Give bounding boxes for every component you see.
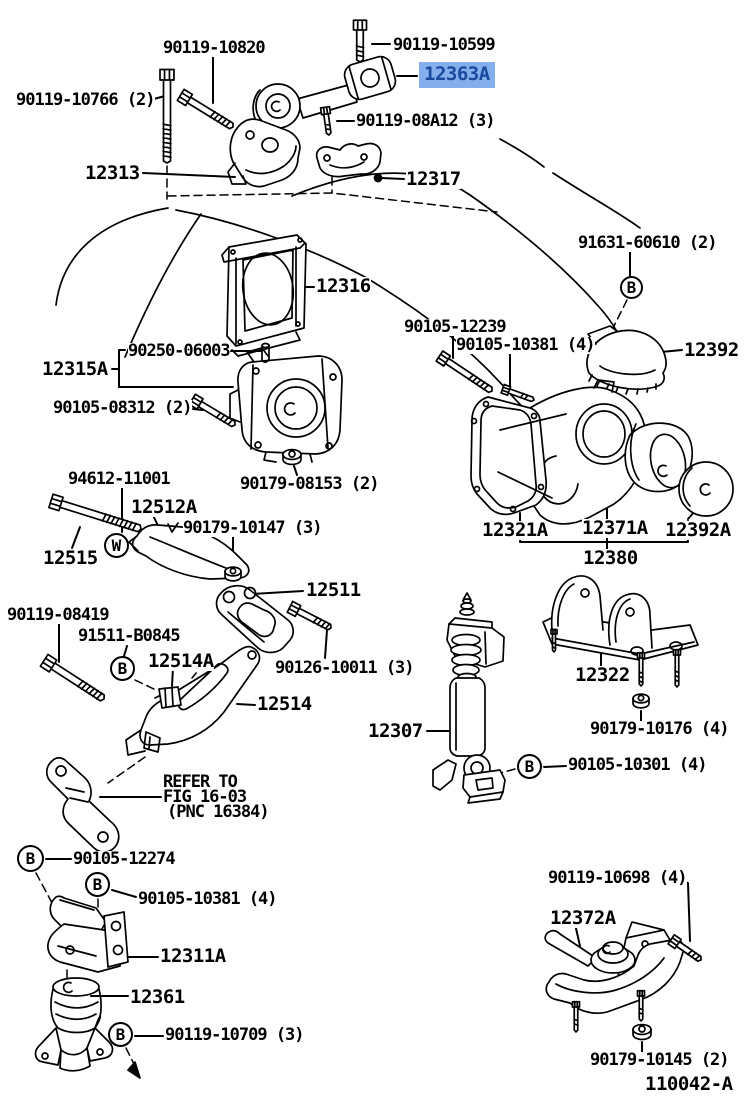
part-12514-arm: [126, 647, 259, 755]
nut-icon: [283, 450, 301, 465]
part-label-note-line-3[interactable]: (PNC 16384): [167, 802, 270, 822]
callout-b-icon: B: [620, 276, 643, 299]
part-label-12311A[interactable]: 12311A: [160, 945, 226, 967]
bolt-icon: [354, 20, 367, 62]
arrow-head-icon: [127, 1061, 141, 1079]
callout-b-icon: B: [17, 845, 44, 872]
part-12315a-housing: [230, 348, 342, 462]
nut-icon: [633, 1025, 651, 1040]
part-12511-bracket: [217, 586, 294, 653]
part-12317-bracket: [317, 143, 381, 176]
bolt-icon: [668, 935, 704, 965]
part-label-110042-A[interactable]: 110042-A: [645, 1073, 733, 1095]
callout-b-icon: B: [85, 872, 110, 897]
part-12321a-housing: [471, 380, 646, 524]
bolt-icon: [573, 1002, 580, 1032]
part-label-90119-10709-3[interactable]: 90119-10709 (3): [165, 1025, 305, 1045]
part-label-12380[interactable]: 12380: [583, 547, 638, 569]
part-label-12514A[interactable]: 12514A: [148, 650, 214, 672]
part-12512a-arm: [129, 523, 249, 579]
part-12322-bracket: [543, 576, 698, 660]
part-label-12512A[interactable]: 12512A: [131, 496, 197, 518]
part-label-12307[interactable]: 12307: [368, 720, 423, 742]
part-label-12316[interactable]: 12316: [316, 275, 371, 297]
bolt-icon: [674, 650, 681, 687]
part-label-90119-10599[interactable]: 90119-10599: [393, 35, 496, 55]
part-12313-bracket: [228, 119, 300, 186]
part-label-90105-12239[interactable]: 90105-12239: [404, 317, 507, 337]
bolt-icon: [638, 653, 645, 686]
part-label-94612-11001[interactable]: 94612-11001: [68, 469, 171, 489]
part-label-12313[interactable]: 12313: [85, 162, 140, 184]
part-label-12321A[interactable]: 12321A: [482, 519, 548, 541]
part-label-12371A[interactable]: 12371A: [582, 517, 648, 539]
part-label-12392[interactable]: 12392: [684, 339, 739, 361]
part-label-12363A[interactable]: 12363A: [419, 62, 495, 88]
part-label-90179-10176-4[interactable]: 90179-10176 (4): [590, 719, 730, 739]
part-label-12315A[interactable]: 12315A: [42, 358, 108, 380]
part-12372a-bracket: [545, 922, 683, 1013]
bolt-icon: [189, 394, 238, 430]
part-12316-frame: [222, 235, 306, 356]
nut-icon: [225, 567, 241, 581]
callout-b-icon: B: [108, 1022, 133, 1047]
part-90250-06003-pin: [262, 344, 269, 363]
part-label-90119-10766-2[interactable]: 90119-10766 (2): [16, 90, 156, 110]
bolt-icon: [160, 70, 174, 164]
part-label-90105-12274[interactable]: 90105-12274: [73, 849, 176, 869]
part-label-12392A[interactable]: 12392A: [665, 519, 731, 541]
part-fig16-03-bracket: [47, 758, 119, 852]
bolt-icon: [287, 602, 333, 634]
part-label-12361[interactable]: 12361: [130, 986, 185, 1008]
part-12363a-torque-rod: [253, 54, 398, 128]
part-label-90119-10698-4[interactable]: 90119-10698 (4): [548, 868, 688, 888]
part-label-90179-10147-3[interactable]: 90179-10147 (3): [183, 518, 323, 538]
part-label-12514[interactable]: 12514: [257, 693, 312, 715]
part-label-90119-10820[interactable]: 90119-10820: [163, 38, 266, 58]
part-label-note-line-2[interactable]: FIG 16-03: [163, 787, 247, 807]
callout-w-icon: W: [104, 533, 129, 558]
bolt-icon: [638, 991, 645, 1021]
bolt-icon: [321, 107, 334, 136]
bolt-icon: [177, 89, 236, 132]
bolt-icon: [49, 494, 143, 535]
part-label-90105-10301-4[interactable]: 90105-10301 (4): [568, 755, 708, 775]
part-12392-insulator: [587, 326, 666, 394]
bolt-icon: [551, 630, 557, 653]
part-label-90105-08312-2[interactable]: 90105-08312 (2): [53, 398, 193, 418]
part-12514a-block: [155, 687, 181, 708]
part-label-90105-10381-4b[interactable]: 90105-10381 (4): [138, 889, 278, 909]
part-label-12317[interactable]: 12317: [406, 168, 461, 190]
part-label-91511-B0845[interactable]: 91511-B0845: [78, 626, 181, 646]
callout-b-icon: B: [517, 754, 542, 779]
part-label-90119-08419[interactable]: 90119-08419: [7, 605, 110, 625]
part-label-12322[interactable]: 12322: [575, 664, 630, 686]
bolts-and-nuts: [40, 20, 704, 1039]
part-12361-insulator: [36, 978, 113, 1071]
nut-icon: [633, 694, 649, 708]
part-label-90126-10011-3[interactable]: 90126-10011 (3): [275, 658, 415, 678]
part-label-12372A[interactable]: 12372A: [550, 907, 616, 929]
part-label-90119-08A12-3[interactable]: 90119-08A12 (3): [356, 111, 496, 131]
part-12307-shock-absorber: [433, 593, 505, 803]
part-label-90179-10145-2[interactable]: 90179-10145 (2): [590, 1050, 730, 1070]
bolt-icon: [501, 384, 535, 404]
callout-b-icon: B: [110, 656, 135, 681]
part-label-91631-60610-2[interactable]: 91631-60610 (2): [578, 233, 718, 253]
part-label-90179-08153-2[interactable]: 90179-08153 (2): [240, 474, 380, 494]
part-label-12515[interactable]: 12515: [43, 547, 98, 569]
part-label-90105-10381-4a[interactable]: 90105-10381 (4): [456, 335, 596, 355]
part-label-12511[interactable]: 12511: [306, 579, 361, 601]
bolt-icon: [436, 351, 495, 396]
part-12311a-bracket: [48, 896, 128, 972]
leader-dot: [375, 175, 382, 182]
bolt-icon: [40, 654, 107, 704]
car-body-outline: [56, 139, 640, 431]
part-label-note-line-1[interactable]: REFER TO: [163, 772, 238, 792]
part-label-90250-06003[interactable]: 90250-06003: [128, 341, 231, 361]
part-12392a-disc: [679, 462, 733, 516]
